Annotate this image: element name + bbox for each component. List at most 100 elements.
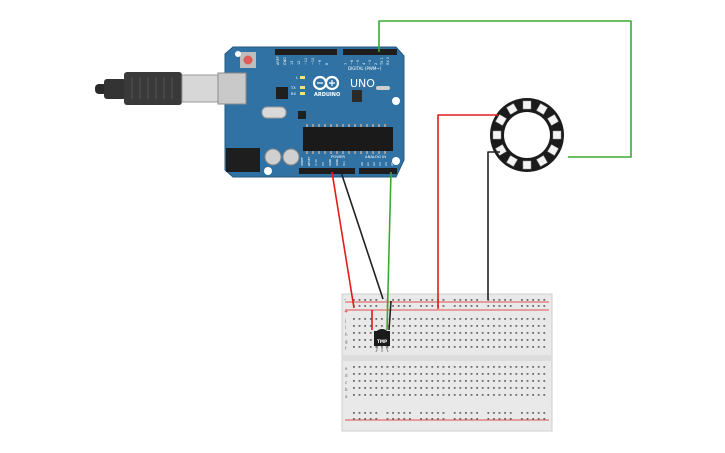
neopixel-ring[interactable]	[490, 98, 564, 172]
breadboard-hole	[537, 305, 540, 307]
breadboard-hole	[353, 332, 355, 334]
breadboard-hole	[392, 394, 394, 396]
ring-led	[536, 155, 548, 167]
breadboard-hole	[448, 332, 450, 334]
breadboard-hole	[425, 305, 428, 307]
breadboard-hole	[420, 346, 422, 348]
breadboard-hole	[375, 394, 378, 396]
breadboard-hole	[397, 373, 400, 375]
pin-label-tx1: TX 1	[380, 57, 384, 66]
row-label-i: i	[345, 325, 346, 330]
breadboard-hole	[459, 380, 462, 382]
breadboard-hole	[526, 380, 529, 382]
breadboard-hole	[369, 380, 372, 382]
breadboard-hole	[409, 332, 411, 334]
breadboard-hole	[453, 387, 456, 389]
pin-label-13: 13	[290, 61, 294, 65]
breadboard-hole	[487, 373, 490, 375]
breadboard-hole	[425, 346, 428, 348]
breadboard-hole	[448, 373, 450, 375]
breadboard-hole	[381, 394, 383, 396]
breadboard-hole	[392, 412, 394, 414]
breadboard-hole	[386, 373, 389, 375]
breadboard-hole	[353, 299, 355, 301]
breadboard-hole	[515, 346, 518, 348]
breadboard-hole	[487, 380, 490, 382]
breadboard-hole	[459, 418, 462, 420]
arduino-logo-icon	[312, 75, 340, 91]
breadboard-hole	[420, 366, 422, 368]
breadboard-hole	[369, 418, 372, 420]
breadboard-hole	[397, 394, 400, 396]
breadboard-hole	[420, 299, 422, 301]
breadboard-hole	[476, 305, 478, 307]
breadboard-hole	[392, 305, 394, 307]
breadboard-hole	[537, 394, 540, 396]
breadboard-hole	[442, 305, 445, 307]
pin-label-8: 8	[325, 63, 329, 65]
breadboard-hole	[459, 366, 462, 368]
wire-green-signal	[378, 20, 632, 158]
breadboard-hole	[392, 418, 394, 420]
breadboard-hole	[397, 412, 400, 414]
breadboard-hole	[403, 332, 406, 334]
row-label-h: h	[345, 332, 348, 337]
breadboard-hole	[509, 418, 512, 420]
breadboard-hole	[504, 299, 506, 301]
breadboard-hole	[386, 412, 389, 414]
breadboard-hole	[465, 305, 467, 307]
breadboard-hole	[526, 325, 529, 327]
breadboard-hole	[470, 325, 473, 327]
breadboard-hole	[532, 346, 534, 348]
breadboard-hole	[420, 332, 422, 334]
usb-jack	[217, 72, 247, 105]
breadboard-hole	[437, 346, 439, 348]
pin-label-4: 4	[362, 63, 366, 65]
breadboard-hole	[369, 346, 372, 348]
breadboard-hole	[420, 380, 422, 382]
breadboard-hole	[392, 299, 394, 301]
breadboard-hole	[476, 332, 478, 334]
breadboard-hole	[543, 412, 546, 414]
breadboard-hole	[459, 412, 462, 414]
breadboard-hole	[498, 373, 501, 375]
breadboard-hole	[487, 366, 490, 368]
breadboard-hole	[364, 325, 366, 327]
breadboard-hole	[442, 318, 445, 320]
breadboard-hole	[498, 346, 501, 348]
breadboard-hole	[431, 325, 434, 327]
breadboard-hole	[543, 380, 546, 382]
breadboard-hole	[470, 380, 473, 382]
breadboard-hole	[381, 380, 383, 382]
breadboard[interactable]: - + j i h g f e d c b a	[341, 293, 553, 432]
breadboard-hole	[470, 332, 473, 334]
pin-label-11: ~11	[304, 58, 308, 65]
breadboard-hole	[364, 299, 366, 301]
breadboard-hole	[353, 387, 355, 389]
breadboard-hole	[448, 318, 450, 320]
breadboard-hole	[504, 394, 506, 396]
breadboard-hole	[481, 387, 484, 389]
rail-plus-label: +	[344, 309, 348, 315]
breadboard-hole	[493, 387, 495, 389]
breadboard-hole	[521, 339, 523, 341]
wire-black-gnd	[340, 171, 384, 300]
breadboard-hole	[425, 418, 428, 420]
breadboard-hole	[431, 373, 434, 375]
breadboard-hole	[509, 332, 512, 334]
arduino-board[interactable]: AREF GND 13 12 ~11 ~10 ~9 8 7 ~6 ~5 4 ~3…	[217, 46, 405, 178]
breadboard-hole	[381, 325, 383, 327]
breadboard-hole	[448, 339, 450, 341]
temperature-sensor[interactable]: TMP	[374, 329, 390, 353]
breadboard-hole	[386, 380, 389, 382]
breadboard-hole	[403, 412, 406, 414]
ring-led	[495, 114, 507, 126]
breadboard-hole	[364, 339, 366, 341]
breadboard-hole	[437, 318, 439, 320]
sensor-label: TMP	[377, 339, 387, 344]
breadboard-hole	[543, 339, 546, 341]
pin-label-6: ~6	[350, 60, 354, 65]
breadboard-hole	[515, 366, 518, 368]
row-label-e: e	[345, 366, 348, 371]
breadboard-hole	[487, 346, 490, 348]
